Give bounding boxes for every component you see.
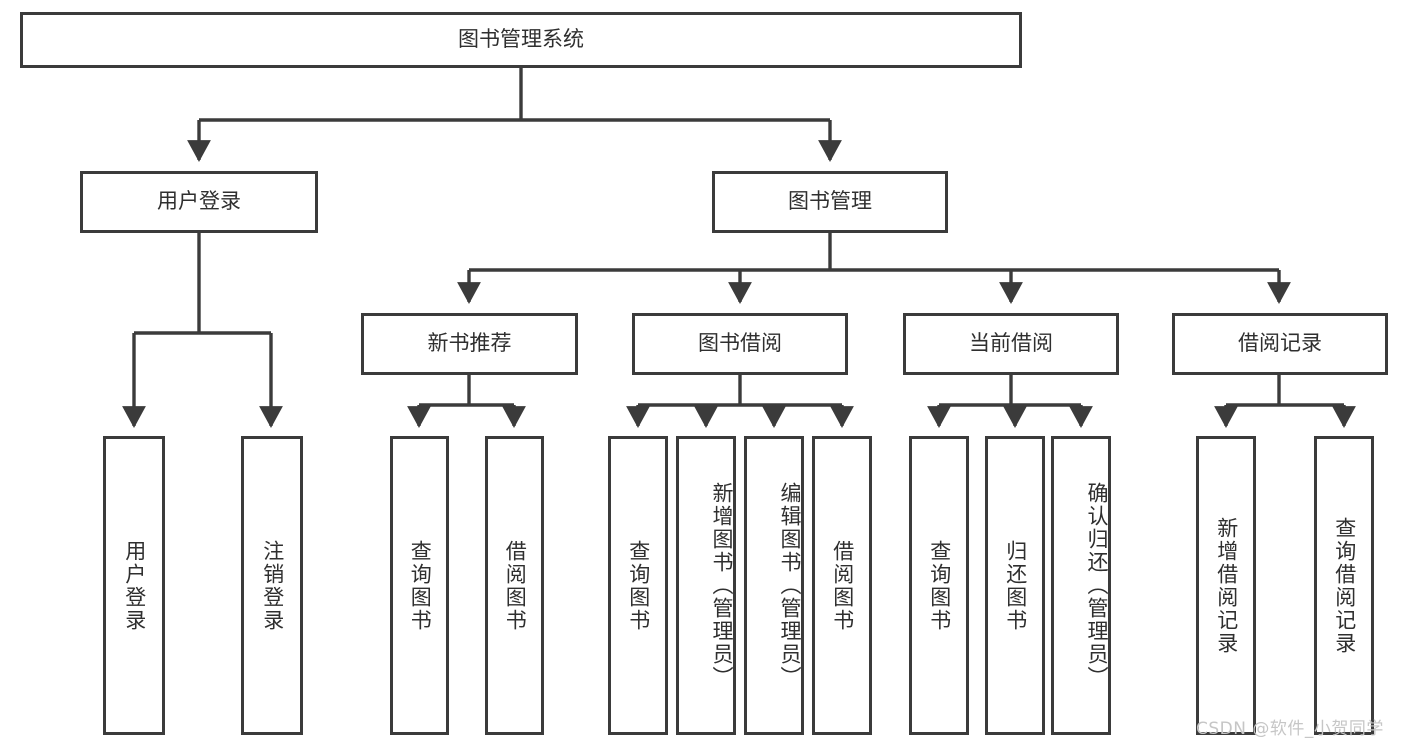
node-leaf-user-login[interactable]: 用户登录 [103, 436, 165, 735]
node-user-login[interactable]: 用户登录 [80, 171, 318, 233]
node-leaf-add-book[interactable]: 新增图书（管理员） [676, 436, 736, 735]
node-book-manage[interactable]: 图书管理 [712, 171, 948, 233]
node-current-borrow[interactable]: 当前借阅 [903, 313, 1119, 375]
node-leaf-confirm-return[interactable]: 确认归还（管理员） [1051, 436, 1111, 735]
edge-group-borrow-record [1214, 375, 1356, 428]
edge-group-root [187, 68, 842, 162]
node-leaf-query-book-2[interactable]: 查询图书 [608, 436, 668, 735]
node-leaf-query-book-3[interactable]: 查询图书 [909, 436, 969, 735]
node-leaf-return-book[interactable]: 归还图书 [985, 436, 1045, 735]
watermark-text: CSDN @软件_小贺同学 [1196, 719, 1384, 739]
edge-group-book-borrow [626, 375, 854, 428]
node-borrow-record[interactable]: 借阅记录 [1172, 313, 1388, 375]
node-leaf-query-book-1[interactable]: 查询图书 [390, 436, 449, 735]
edge-group-user-login [122, 233, 283, 428]
node-leaf-add-record[interactable]: 新增借阅记录 [1196, 436, 1256, 735]
node-leaf-query-record[interactable]: 查询借阅记录 [1314, 436, 1374, 735]
node-leaf-borrow-book-1[interactable]: 借阅图书 [485, 436, 544, 735]
node-root[interactable]: 图书管理系统 [20, 12, 1022, 68]
node-new-book-recommend[interactable]: 新书推荐 [361, 313, 578, 375]
node-book-borrow[interactable]: 图书借阅 [632, 313, 848, 375]
edge-group-current-borrow [927, 375, 1093, 428]
node-leaf-edit-book[interactable]: 编辑图书（管理员） [744, 436, 804, 735]
edge-group-book-manage [457, 233, 1291, 304]
node-leaf-logout[interactable]: 注销登录 [241, 436, 303, 735]
node-leaf-borrow-book-2[interactable]: 借阅图书 [812, 436, 872, 735]
edge-group-new-book-rec [407, 375, 526, 428]
